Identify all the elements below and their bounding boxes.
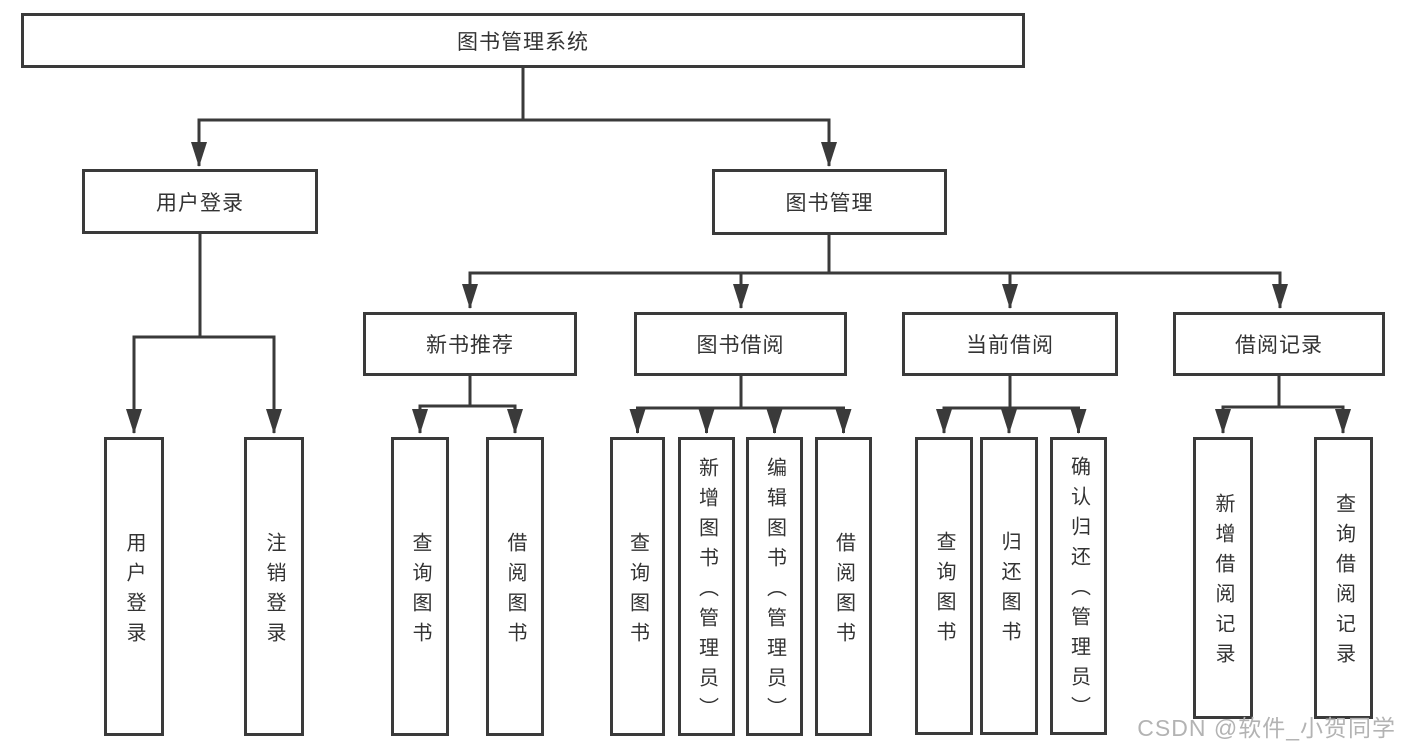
leaf-user-login: 用户登录	[104, 437, 164, 736]
leaf-bb-edit-book-admin: 编辑图书（管理员）	[746, 437, 803, 736]
leaf-nbr-borrow-book: 借阅图书	[486, 437, 544, 736]
leaf-cb-query-book: 查询图书	[915, 437, 973, 735]
node-user-login: 用户登录	[82, 169, 318, 234]
node-current-borrow: 当前借阅	[902, 312, 1118, 376]
leaf-bb-query-book: 查询图书	[610, 437, 665, 736]
leaf-bb-borrow-book: 借阅图书	[815, 437, 872, 736]
leaf-cb-return-book: 归还图书	[980, 437, 1038, 735]
node-label: 新书推荐	[426, 334, 514, 357]
node-label: 新增借阅记录	[1212, 493, 1234, 673]
node-label: 图书借阅	[696, 334, 785, 357]
node-label: 查询图书	[409, 531, 431, 652]
node-label: 新增图书（管理员）	[695, 456, 718, 727]
leaf-nbr-query-book: 查询图书	[391, 437, 449, 736]
node-book-borrow: 图书借阅	[634, 312, 847, 376]
node-label: 查询图书	[933, 531, 955, 651]
node-borrow-records: 借阅记录	[1173, 312, 1385, 376]
node-label: 注销登录	[263, 531, 285, 652]
node-label: 确认归还（管理员）	[1067, 456, 1090, 726]
leaf-bb-add-book-admin: 新增图书（管理员）	[678, 437, 735, 736]
node-label: 查询借阅记录	[1332, 493, 1355, 673]
node-label: 借阅图书	[504, 531, 526, 652]
node-label: 图书管理系统	[457, 30, 589, 54]
node-label: 编辑图书（管理员）	[763, 456, 786, 727]
leaf-cb-confirm-return-admin: 确认归还（管理员）	[1050, 437, 1107, 735]
node-root: 图书管理系统	[21, 13, 1025, 68]
node-label: 查询图书	[626, 531, 649, 652]
node-label: 用户登录	[123, 531, 145, 652]
node-new-book-recommend: 新书推荐	[363, 312, 577, 376]
leaf-logout: 注销登录	[244, 437, 304, 736]
leaf-br-query-record: 查询借阅记录	[1314, 437, 1373, 719]
node-label: 借阅图书	[832, 531, 855, 652]
node-book-management: 图书管理	[712, 169, 947, 235]
node-label: 借阅记录	[1235, 334, 1323, 357]
node-label: 用户登录	[156, 191, 244, 215]
watermark: CSDN @软件_小贺同学	[1137, 715, 1396, 741]
node-label: 图书管理	[785, 192, 874, 215]
leaf-br-add-record: 新增借阅记录	[1193, 437, 1253, 719]
node-label: 当前借阅	[966, 334, 1054, 357]
node-label: 归还图书	[998, 531, 1020, 651]
